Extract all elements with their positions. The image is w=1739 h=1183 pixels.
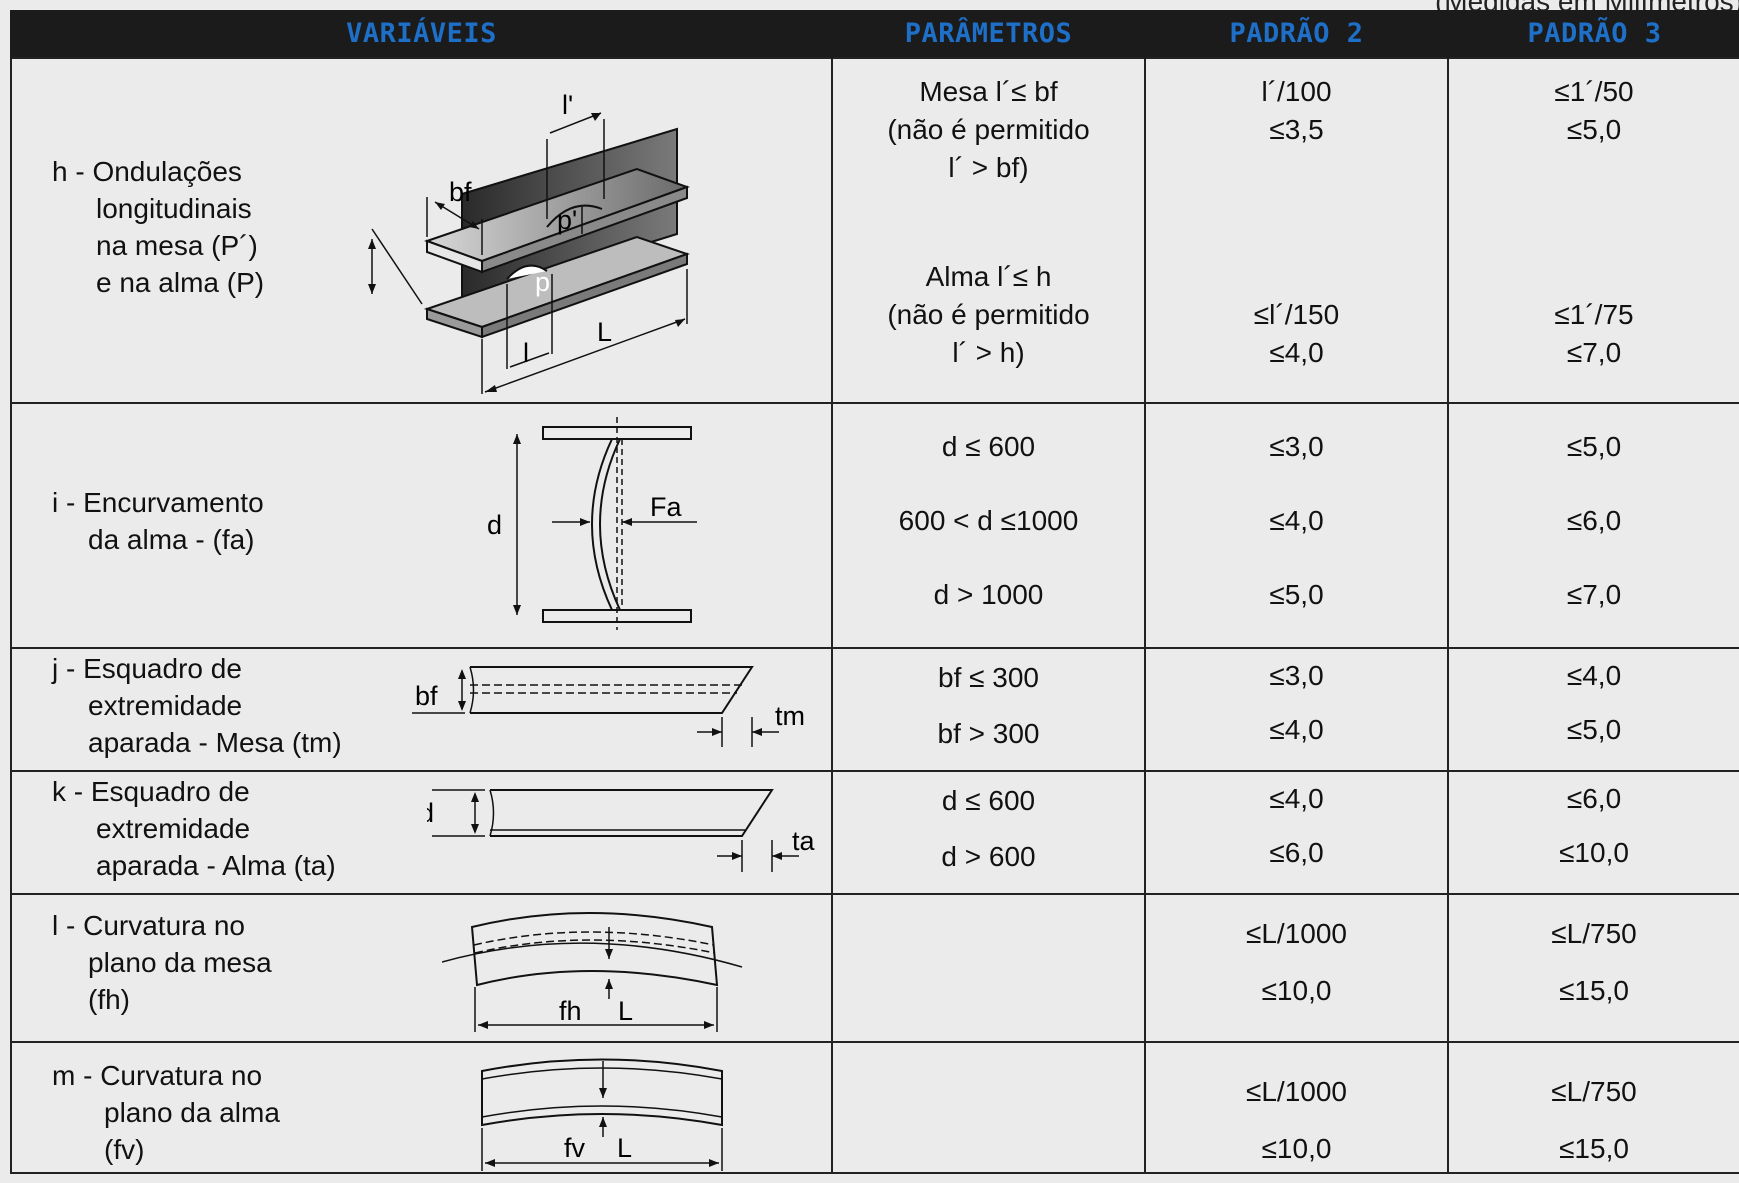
padrao-3-cell-l: ≤L/750 ≤15,0 [1447,893,1739,1043]
params-cell-m [831,1041,1146,1174]
table-row: k - Esquadro de extremidade aparada - Al… [10,770,1739,895]
flange-square-figure: bf tm [412,666,805,747]
table-row: m - Curvatura no plano da alma (fv) [10,1041,1739,1174]
table-row: l - Curvatura no plano da mesa (fh) [10,893,1739,1043]
header-padrao-2: PADRÃO 2 [1144,10,1448,58]
fig-label-L: L [617,1133,632,1163]
padrao-3-cell-k: ≤6,0 ≤10,0 [1447,770,1739,895]
padrao-3-cell-h: ≤1´/50 ≤5,0 ≤1´/75 ≤7,0 [1447,57,1739,404]
tolerance-table: VARIÁVEIS PARÂMETROS PADRÃO 2 PADRÃO 3 h… [10,10,1739,1174]
padrao-2-cell-m: ≤L/1000 ≤10,0 [1144,1041,1449,1174]
variable-label: l - Curvatura no plano da mesa (fh) [52,910,272,1015]
params-cell-h: Mesa l´≤ bf (não é permitido l´ > bf) Al… [831,57,1146,404]
padrao-3-cell-j: ≤4,0 ≤5,0 [1447,647,1739,772]
padrao-2-cell-h: l´/100 ≤3,5 ≤l´/150 ≤4,0 [1144,57,1449,404]
params-cell-k: d ≤ 600 d > 600 [831,770,1146,895]
header-row: VARIÁVEIS PARÂMETROS PADRÃO 2 PADRÃO 3 [10,10,1739,58]
variable-cell-j: j - Esquadro de extremidade aparada - Me… [10,647,833,772]
fig-label-tm: tm [775,701,805,731]
padrao-2-cell-l: ≤L/1000 ≤10,0 [1144,893,1449,1043]
fig-label-L: L [618,996,633,1026]
fig-label-d: d [427,798,434,828]
header-variaveis: VARIÁVEIS [10,10,832,58]
fig-label-fh: fh [559,996,582,1026]
variable-cell-i: i - Encurvamento da alma - (fa) [10,402,833,649]
padrao-3-cell-m: ≤L/750 ≤15,0 [1447,1041,1739,1174]
i-beam-waviness-figure: bf l' p' h p l L [368,90,691,394]
params-cell-j: bf ≤ 300 bf > 300 [831,647,1146,772]
web-square-figure: d ta [427,789,816,872]
padrao-3-cell-i: ≤5,0 ≤6,0 ≤7,0 [1447,402,1739,649]
table-row: h - Ondulações longitudinais na mesa (P´… [10,57,1739,404]
variable-label: m - Curvatura no plano da alma (fv) [52,1060,280,1165]
fig-label-fv: fv [564,1133,586,1163]
padrao-2-cell-k: ≤4,0 ≤6,0 [1144,770,1449,895]
variable-label: h - Ondulações longitudinais na mesa (P´… [52,156,265,298]
header-padrao-3: PADRÃO 3 [1447,10,1739,58]
fig-label-fa: Fa [650,492,682,522]
variable-label: j - Esquadro de extremidade aparada - Me… [52,653,342,758]
fig-label-l-prime: l' [562,90,573,120]
variable-label: i - Encurvamento da alma - (fa) [52,487,264,555]
fig-label-p: p [535,267,550,297]
fig-label-p-prime: p' [557,205,577,235]
header-parametros: PARÂMETROS [831,10,1145,58]
variable-cell-h: h - Ondulações longitudinais na mesa (P´… [10,57,833,404]
web-bow-figure: d Fa [487,417,697,630]
padrao-2-cell-i: ≤3,0 ≤4,0 ≤5,0 [1144,402,1449,649]
padrao-2-cell-j: ≤3,0 ≤4,0 [1144,647,1449,772]
variable-cell-k: k - Esquadro de extremidade aparada - Al… [10,770,833,895]
fig-label-ta: ta [792,826,816,856]
variable-label: k - Esquadro de extremidade aparada - Al… [52,776,336,881]
fig-label-bf: bf [415,681,438,711]
variable-cell-m: m - Curvatura no plano da alma (fv) [10,1041,833,1174]
table-row: i - Encurvamento da alma - (fa) [10,402,1739,649]
params-cell-i: d ≤ 600 600 < d ≤1000 d > 1000 [831,402,1146,649]
fig-label-l: l [523,338,529,368]
flange-sweep-figure: fh L [442,912,743,1032]
variable-cell-l: l - Curvatura no plano da mesa (fh) [10,893,833,1043]
fig-label-bf: bf [449,177,472,207]
web-camber-figure: fv L [481,1058,723,1171]
params-cell-l [831,893,1146,1043]
table-row: j - Esquadro de extremidade aparada - Me… [10,647,1739,772]
fig-label-L: L [597,317,612,347]
fig-label-d: d [487,510,502,540]
